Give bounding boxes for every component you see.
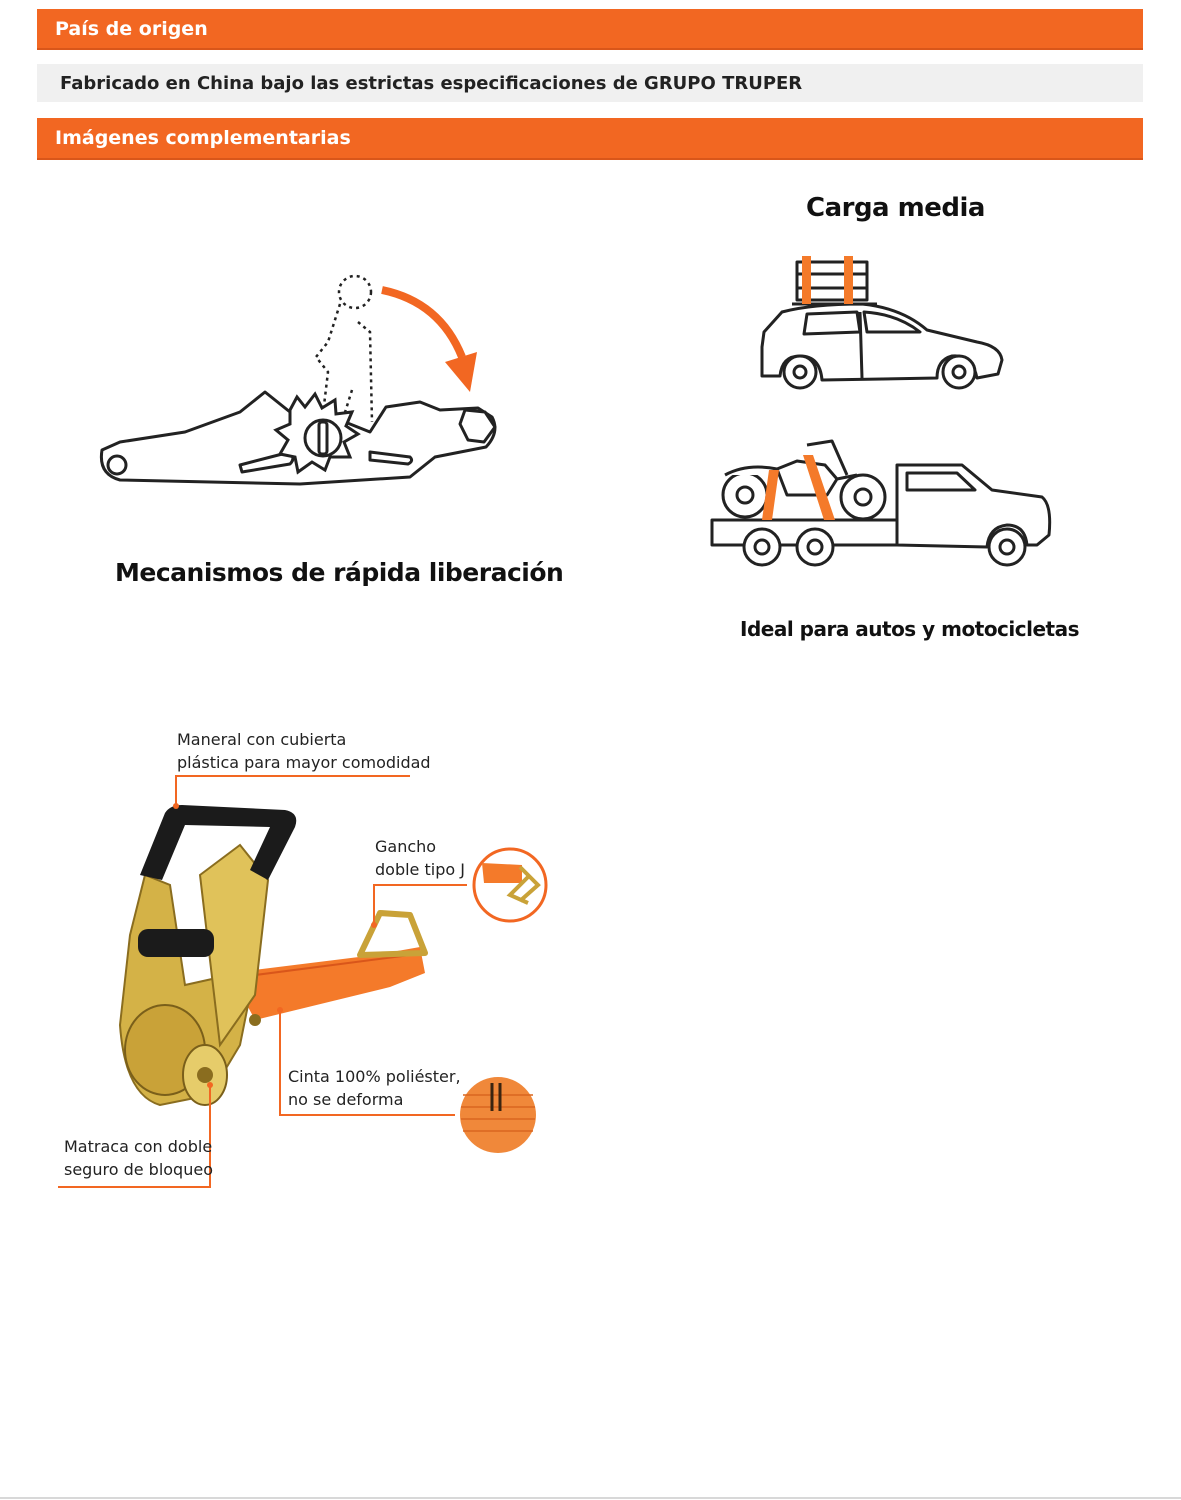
bottom-divider	[0, 1497, 1181, 1499]
handle-callout-line1: Maneral con cubierta	[177, 730, 347, 749]
strap-callout-line1: Cinta 100% poliéster,	[288, 1067, 461, 1086]
hook-callout-line1: Gancho	[375, 837, 437, 856]
truck-motorcycle-illustration	[710, 439, 1052, 567]
car-illustration	[760, 256, 1004, 390]
strap-callout-line2: no se deforma	[288, 1090, 404, 1109]
hook-callout-label: Gancho doble tipo J	[375, 835, 465, 881]
strap-weave-inset	[460, 1077, 536, 1153]
section-title-images: Imágenes complementarias	[55, 127, 351, 149]
handle-callout-line2: plástica para mayor comodidad	[177, 753, 431, 772]
load-caption: Ideal para autos y motocicletas	[740, 617, 1080, 641]
ratchet-callout-line2: seguro de bloqueo	[64, 1160, 213, 1179]
quick-release-caption: Mecanismos de rápida liberación	[115, 558, 564, 587]
origin-text-row: Fabricado en China bajo las estrictas es…	[37, 64, 1143, 102]
hook-callout-line2: doble tipo J	[375, 860, 465, 879]
ratchet-callout-line1: Matraca con doble	[64, 1137, 213, 1156]
origin-text: Fabricado en China bajo las estrictas es…	[60, 72, 803, 94]
load-title: Carga media	[806, 193, 985, 223]
section-title-origin: País de origen	[55, 17, 208, 40]
section-header-images: Imágenes complementarias	[37, 118, 1143, 158]
ratchet-product-image	[118, 805, 428, 1107]
section-header-origin: País de origen	[37, 9, 1143, 48]
ratchet-callout-label: Matraca con doble seguro de bloqueo	[64, 1135, 213, 1181]
strap-callout-label: Cinta 100% poliéster, no se deforma	[288, 1065, 461, 1111]
quick-release-illustration	[99, 274, 497, 486]
handle-callout-label: Maneral con cubierta plástica para mayor…	[177, 728, 431, 774]
hook-detail-inset	[472, 847, 548, 923]
